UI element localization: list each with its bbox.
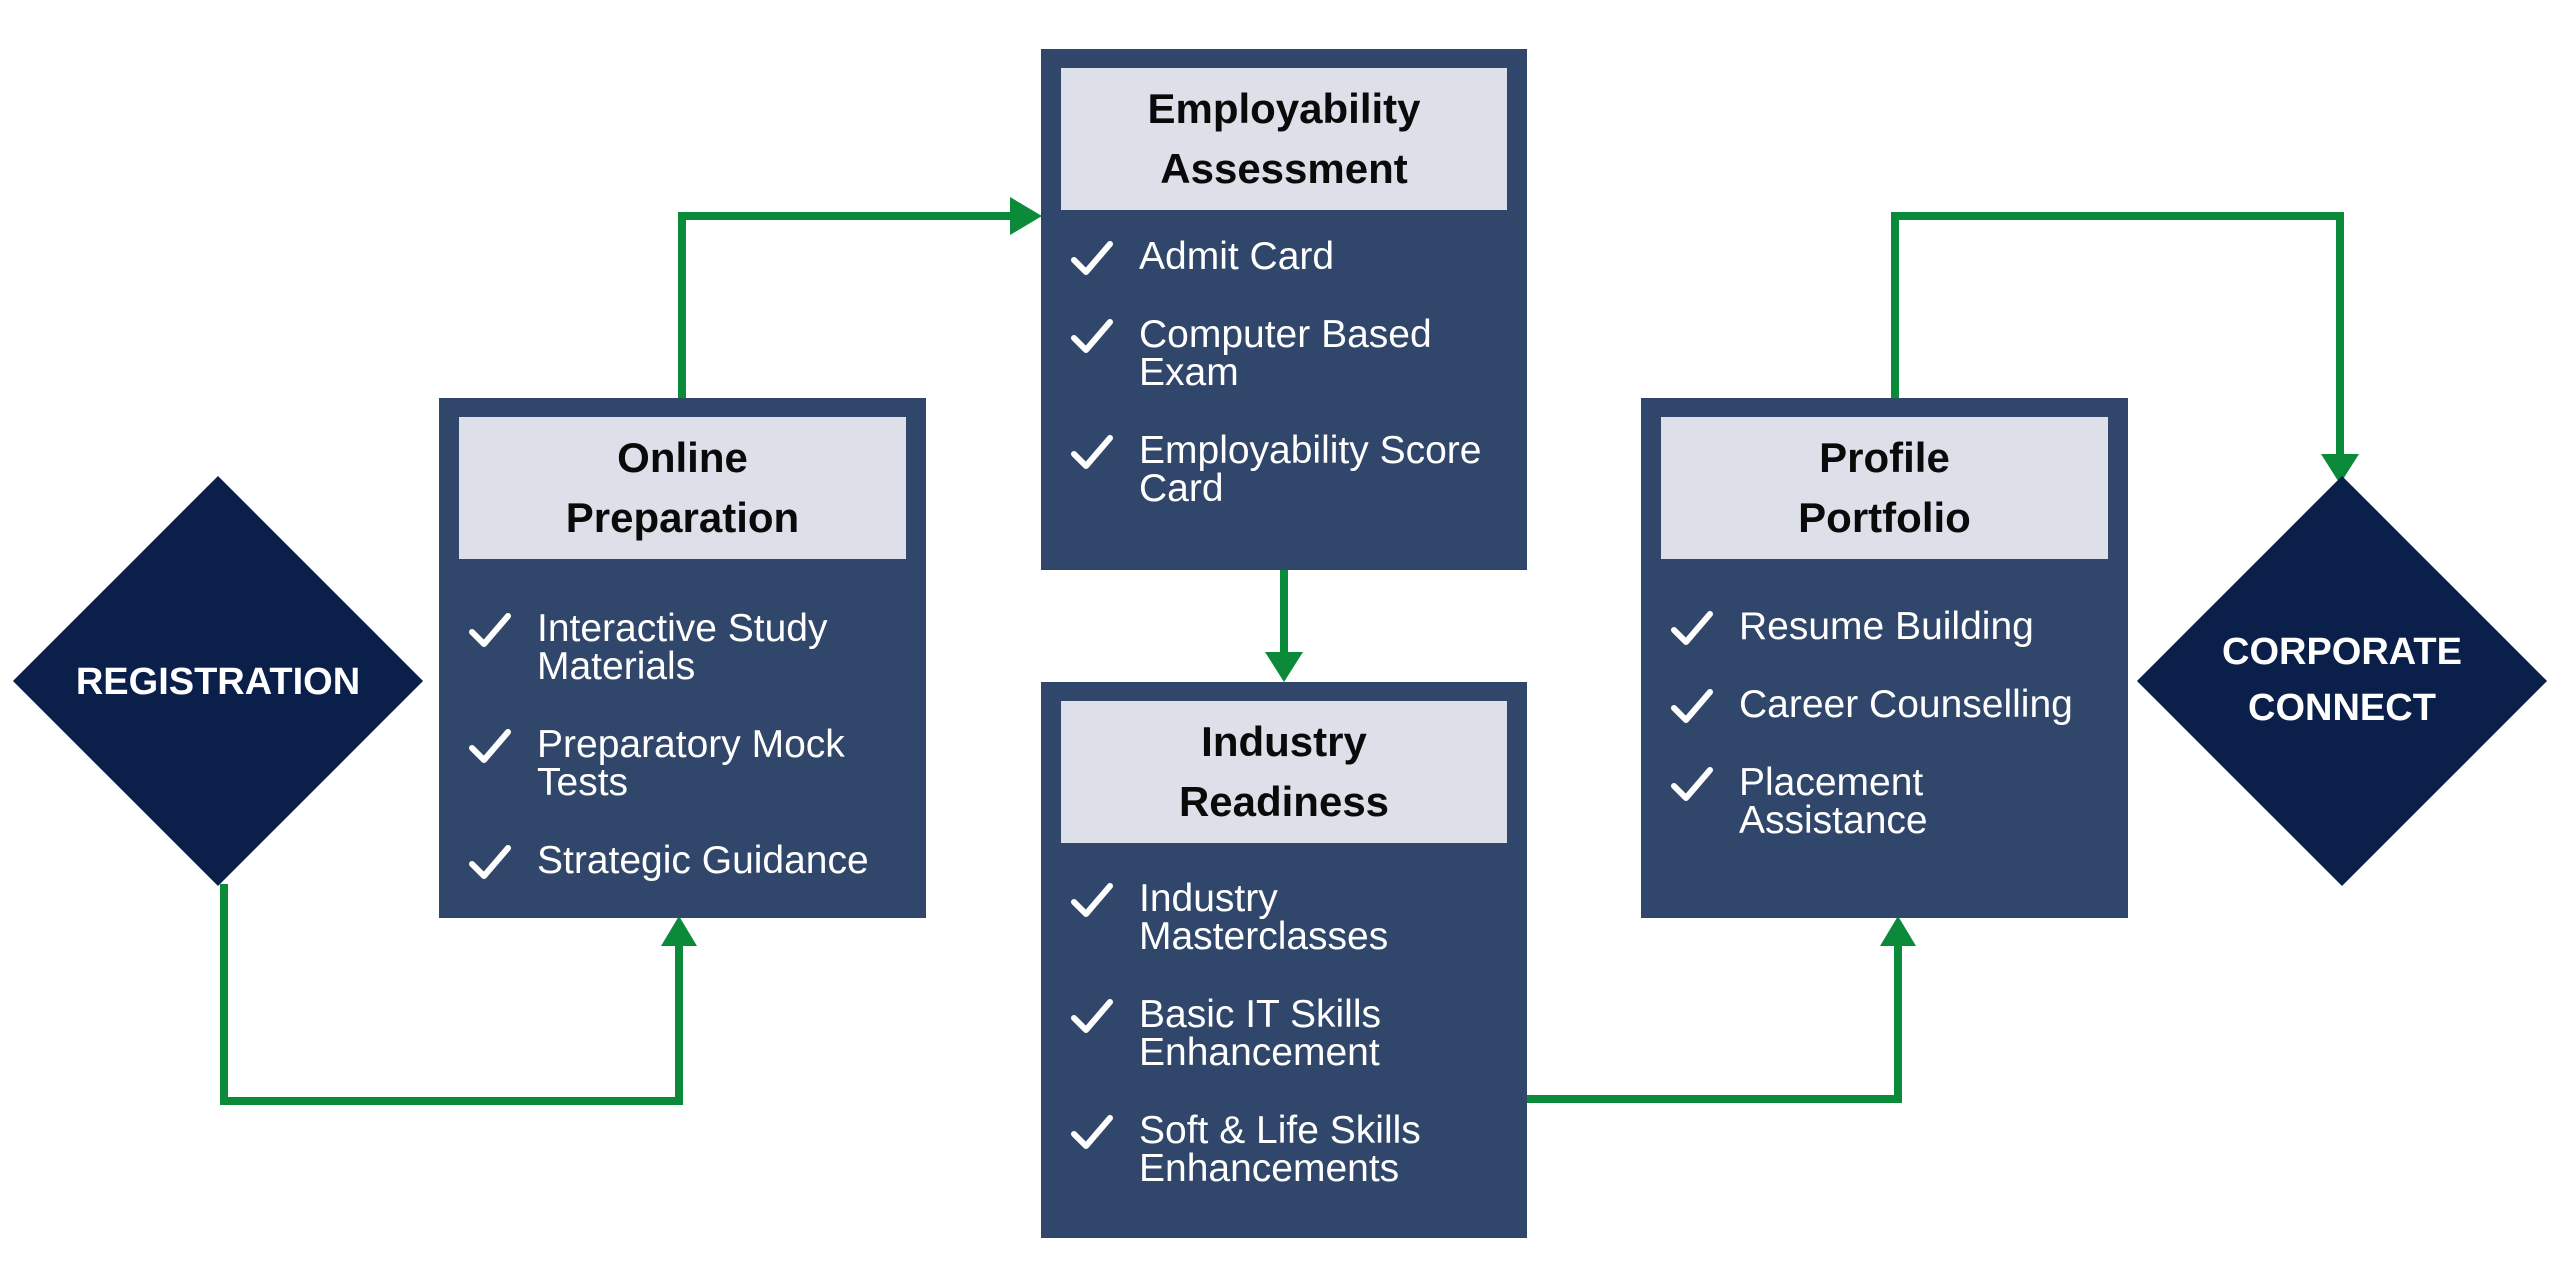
checkmark-icon <box>1071 319 1113 353</box>
checkmark-icon <box>1671 767 1713 801</box>
list-item: Computer Based Exam <box>1061 313 1507 394</box>
list-item-line1: Strategic Guidance <box>537 839 869 882</box>
connector-online-to-employability <box>678 212 1012 398</box>
registration-label: REGISTRATION <box>18 654 418 710</box>
employability-assessment-header: Employability Assessment <box>1061 68 1507 210</box>
list-item-line2: Enhancements <box>1139 1147 1400 1190</box>
list-item: Resume Building <box>1661 605 2108 648</box>
list-item: Basic IT Skills Enhancement <box>1061 993 1507 1074</box>
list-item-line2: Materials <box>537 645 696 688</box>
industry-readiness-box: Industry Readiness Industry Masterclasse… <box>1041 682 1527 1238</box>
connector-profile-to-corporate <box>1891 212 2344 458</box>
list-item: Soft & Life Skills Enhancements <box>1061 1109 1507 1190</box>
online-preparation-list: Interactive Study Materials Preparatory … <box>459 607 906 882</box>
online-preparation-title-line2: Preparation <box>565 494 800 541</box>
connector-industry-to-profile <box>1527 938 1902 1103</box>
list-item-line1: Placement <box>1739 761 1924 804</box>
list-item-line1: Computer Based <box>1139 313 1432 356</box>
list-item-line1: Admit Card <box>1139 235 1335 278</box>
employability-assessment-list: Admit Card Computer Based Exam Employabi… <box>1061 235 1507 510</box>
list-item: Strategic Guidance <box>459 839 906 882</box>
industry-readiness-title-line2: Readiness <box>1178 778 1390 825</box>
list-item: Preparatory Mock Tests <box>459 723 906 804</box>
list-item: Career Counselling <box>1661 683 2108 726</box>
list-item: Placement Assistance <box>1661 761 2108 842</box>
profile-portfolio-list: Resume Building Career Counselling Place… <box>1661 605 2108 842</box>
employability-assessment-box: Employability Assessment Admit Card Comp… <box>1041 49 1527 570</box>
list-item-line1: Career Counselling <box>1739 683 2073 726</box>
corporate-connect-line1: CORPORATE <box>2222 631 2462 673</box>
employability-assessment-title-line2: Assessment <box>1160 145 1408 192</box>
list-item-line2: Tests <box>537 761 629 804</box>
industry-readiness-title-line1: Industry <box>1201 718 1367 765</box>
list-item: Admit Card <box>1061 235 1507 278</box>
corporate-connect-line2: CONNECT <box>2248 687 2436 729</box>
arrowhead-down-icon <box>1265 652 1303 682</box>
list-item-line1: Preparatory Mock <box>537 723 845 766</box>
profile-portfolio-title-line2: Portfolio <box>1798 494 1971 541</box>
checkmark-icon <box>1071 1115 1113 1149</box>
online-preparation-box: Online Preparation Interactive Study Mat… <box>439 398 926 918</box>
online-preparation-title-line1: Online <box>617 434 748 481</box>
list-item: Employability Score Card <box>1061 429 1507 510</box>
checkmark-icon <box>1071 241 1113 275</box>
list-item-line2: Enhancement <box>1139 1031 1380 1074</box>
checkmark-icon <box>1671 611 1713 645</box>
connector-registration-to-online <box>220 884 683 1105</box>
list-item-line2: Assistance <box>1739 799 1928 842</box>
checkmark-icon <box>1071 435 1113 469</box>
industry-readiness-list: Industry Masterclasses Basic IT Skills E… <box>1061 877 1507 1190</box>
checkmark-icon <box>1671 689 1713 723</box>
list-item-line1: Employability Score <box>1139 429 1482 472</box>
list-item-line1: Interactive Study <box>537 607 828 650</box>
list-item-line2: Card <box>1139 467 1224 510</box>
registration-text: REGISTRATION <box>75 661 361 703</box>
list-item-line1: Industry <box>1139 877 1278 920</box>
list-item-line1: Basic IT Skills <box>1139 993 1381 1036</box>
profile-portfolio-title-line1: Profile <box>1819 434 1950 481</box>
checkmark-icon <box>1071 999 1113 1033</box>
checkmark-icon <box>1071 883 1113 917</box>
checkmark-icon <box>469 729 511 763</box>
profile-portfolio-box: Profile Portfolio Resume Building Career… <box>1641 398 2128 918</box>
list-item: Interactive Study Materials <box>459 607 906 688</box>
list-item-line1: Soft & Life Skills <box>1139 1109 1421 1152</box>
list-item-line2: Masterclasses <box>1139 915 1389 958</box>
profile-portfolio-header: Profile Portfolio <box>1661 417 2108 559</box>
arrowhead-right-icon <box>1010 197 1042 235</box>
checkmark-icon <box>469 613 511 647</box>
arrowhead-up-icon <box>1880 916 1916 946</box>
list-item-line2: Exam <box>1139 351 1239 394</box>
arrowhead-up-icon <box>661 916 697 946</box>
arrowhead-down-icon <box>2321 454 2359 484</box>
online-preparation-header: Online Preparation <box>459 417 906 559</box>
list-item-line1: Resume Building <box>1739 605 2034 648</box>
checkmark-icon <box>469 845 511 879</box>
industry-readiness-header: Industry Readiness <box>1061 701 1507 843</box>
employability-assessment-title-line1: Employability <box>1147 85 1421 132</box>
corporate-connect-label: CORPORATE CONNECT <box>2142 624 2542 736</box>
list-item: Industry Masterclasses <box>1061 877 1507 958</box>
